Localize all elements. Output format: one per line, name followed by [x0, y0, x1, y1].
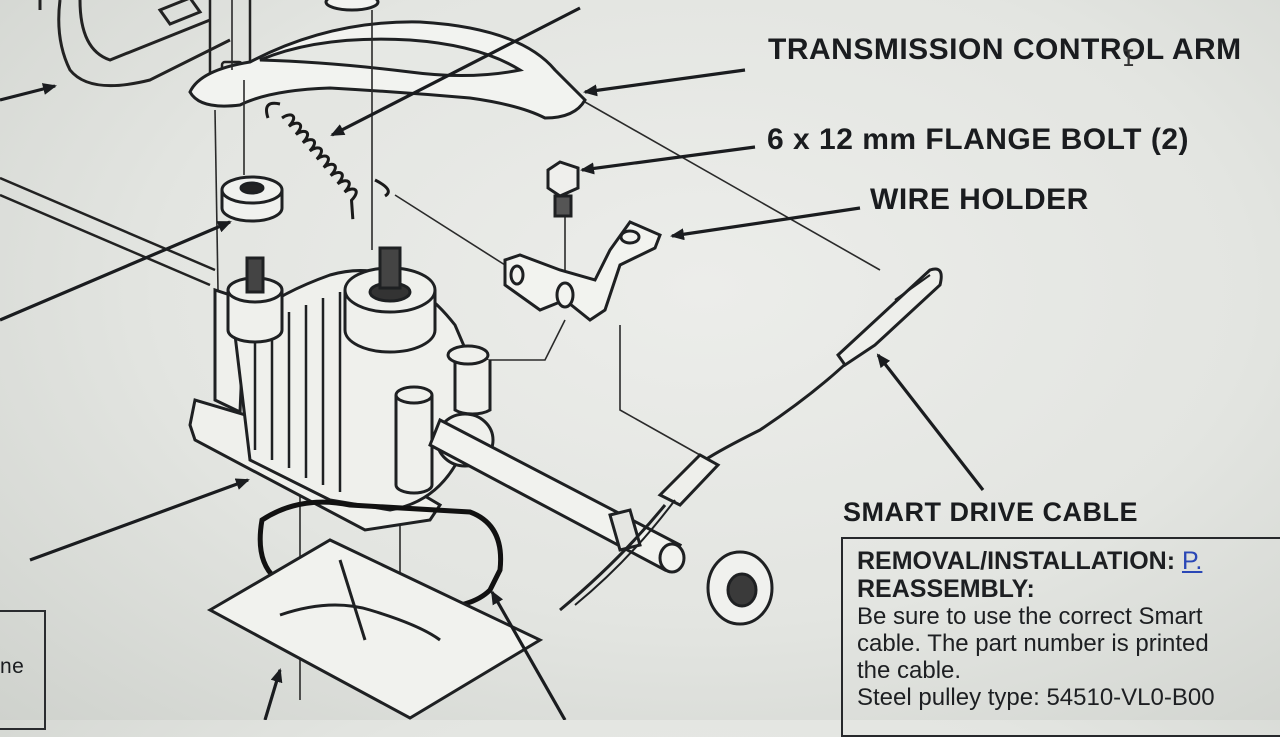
note-text-line: cable. The part number is printed: [857, 630, 1209, 657]
washer-part: [220, 175, 284, 223]
page-reference-link[interactable]: P.: [1181, 547, 1203, 575]
wire-holder-label: WIRE HOLDER: [870, 183, 1089, 216]
reassembly-heading: REASSEMBLY:: [857, 575, 1035, 603]
axle-rod: [0, 176, 216, 287]
transmission-control-arm-label: TRANSMISSION CONTROL ARM: [768, 33, 1242, 66]
flange-bolt-label: 6 x 12 mm FLANGE BOLT (2): [767, 123, 1190, 156]
removal-heading: REMOVAL/INSTALLATION: P.: [857, 547, 1280, 575]
note-text-line: the cable.: [857, 657, 962, 684]
output-shaft: [428, 417, 686, 574]
note-text-line: Be sure to use the correct Smart: [857, 603, 1203, 630]
smart-drive-cable-part: [559, 267, 943, 612]
flange-bolt-part: [546, 160, 580, 218]
shaft-washer: [706, 550, 774, 626]
note-text-line: Steel pulley type: 54510-VL0-B00: [857, 684, 1215, 711]
reassembly-note-box: REMOVAL/INSTALLATION: P. REASSEMBLY: Be …: [841, 537, 1280, 737]
leader-arrows: [0, 6, 985, 720]
wire-holder-part: [503, 220, 662, 322]
transmission-housing: [188, 246, 495, 532]
exploded-transmission-diagram: [0, 0, 985, 720]
control-arm-part: [188, 0, 587, 120]
return-spring: [265, 101, 390, 220]
removal-label: REMOVAL/INSTALLATION:: [857, 547, 1176, 575]
base-plate-part: [206, 538, 544, 720]
smart-drive-cable-label: SMART DRIVE CABLE: [843, 497, 1139, 527]
text-cursor-icon: I: [1122, 47, 1136, 72]
left-note-fragment: ne: [0, 655, 25, 678]
handle-frame: [38, 0, 231, 88]
gasket-part: [257, 499, 504, 611]
